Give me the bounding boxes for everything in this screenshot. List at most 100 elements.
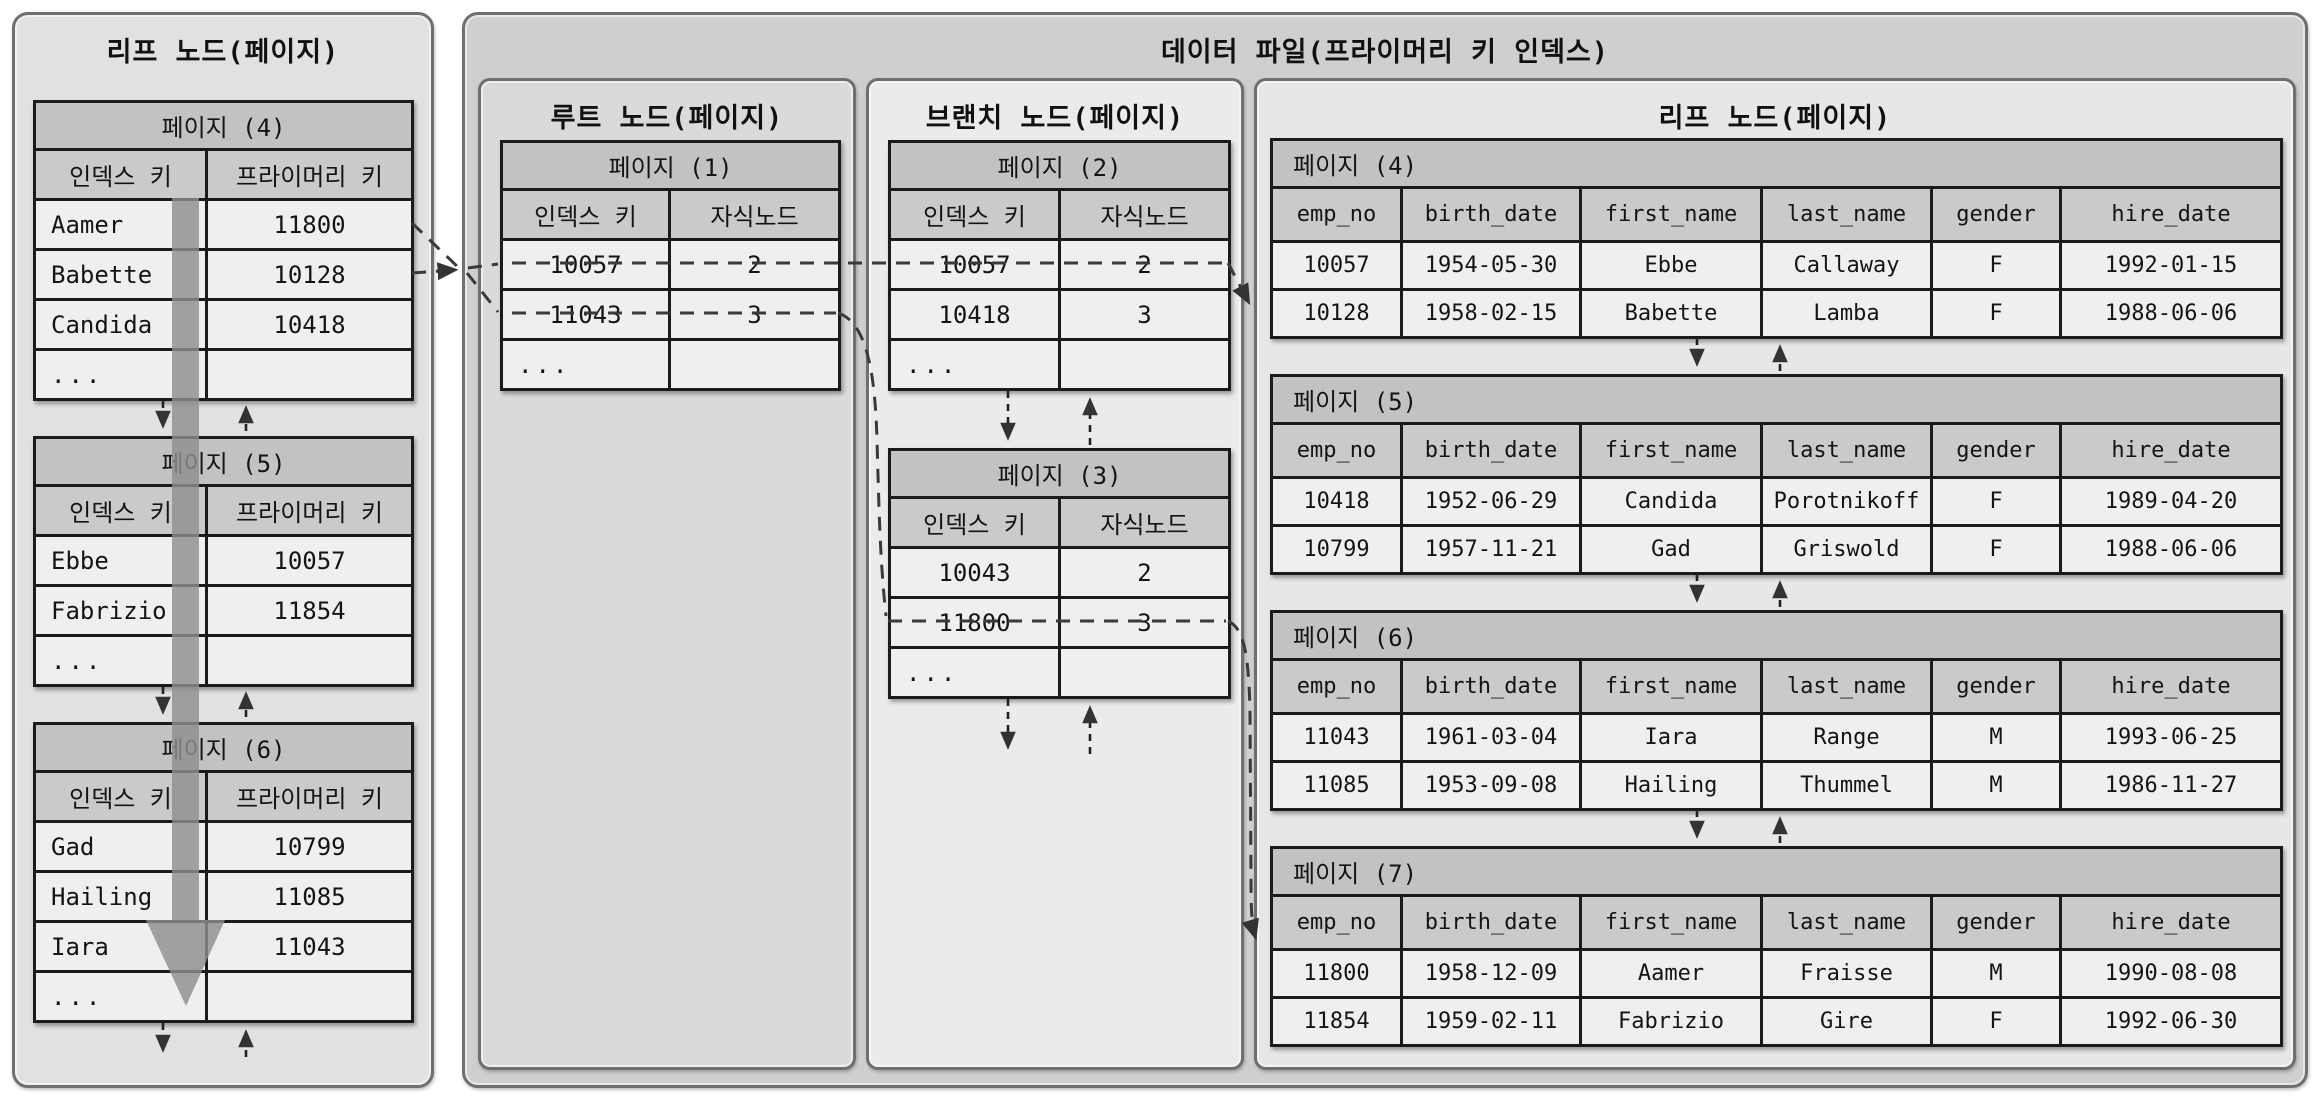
table-cell: 10799	[204, 820, 415, 873]
column-header: 프라이머리 키	[204, 484, 415, 537]
table-cell: 10057	[888, 238, 1061, 291]
column-header: birth_date	[1400, 658, 1582, 715]
table-cell: Thummel	[1760, 760, 1933, 811]
table-cell: 1954-05-30	[1400, 240, 1582, 291]
table-cell: Hailing	[1579, 760, 1763, 811]
table-cell: ...	[33, 348, 208, 401]
column-header: hire_date	[2058, 186, 2284, 243]
table-cell: 11085	[204, 870, 415, 923]
table-cell: 11043	[204, 920, 415, 973]
page-title-row: 페이지 (2)	[887, 140, 1232, 191]
table-cell: 2	[667, 238, 842, 291]
table-row: ...	[500, 338, 842, 391]
column-header: first_name	[1579, 658, 1763, 715]
table-cell: Candida	[1579, 476, 1763, 527]
table-cell: Hailing	[33, 870, 208, 923]
table-cell: 10418	[204, 298, 415, 351]
column-header: emp_no	[1270, 186, 1403, 243]
table-cell: 11854	[1270, 996, 1403, 1047]
page-title: 페이지 (4)	[32, 100, 415, 151]
table-cell: 11800	[888, 596, 1061, 649]
column-header: gender	[1930, 894, 2062, 951]
table-cell	[667, 338, 842, 391]
table-cell: Iara	[33, 920, 208, 973]
column-header: gender	[1930, 422, 2062, 479]
page-title: 페이지 (1)	[499, 140, 842, 191]
column-header: birth_date	[1400, 186, 1582, 243]
table-cell	[204, 634, 415, 687]
table-cell: Iara	[1579, 712, 1763, 763]
page-title-row: 페이지 (4)	[1269, 138, 2284, 189]
page-title-row: 페이지 (1)	[499, 140, 842, 191]
column-header: emp_no	[1270, 894, 1403, 951]
table-cell: 3	[1057, 596, 1232, 649]
page-title-row: 페이지 (5)	[1269, 374, 2284, 425]
table-cell: 11085	[1270, 760, 1403, 811]
table-cell: Aamer	[1579, 948, 1763, 999]
table-cell: Babette	[1579, 288, 1763, 339]
column-header: last_name	[1760, 186, 1933, 243]
table-cell: 1989-04-20	[2058, 476, 2284, 527]
page-title: 페이지 (6)	[1269, 610, 2284, 661]
table-cell: Gad	[1579, 524, 1763, 575]
table-cell: 10418	[1270, 476, 1403, 527]
table-cell: 3	[667, 288, 842, 341]
table-cell: 1959-02-11	[1400, 996, 1582, 1047]
column-header: hire_date	[2058, 422, 2284, 479]
page-title-row: 페이지 (4)	[32, 100, 415, 151]
page-title: 페이지 (2)	[887, 140, 1232, 191]
page-title: 페이지 (7)	[1269, 846, 2284, 897]
data-file-panel-title: 데이터 파일(프라이머리 키 인덱스)	[1160, 37, 1610, 68]
column-header: birth_date	[1400, 422, 1582, 479]
column-header: birth_date	[1400, 894, 1582, 951]
table-cell: 10418	[888, 288, 1061, 341]
table-cell: 1958-02-15	[1400, 288, 1582, 339]
table-row: ...	[33, 348, 415, 401]
table-cell: 1988-06-06	[2058, 524, 2284, 575]
table-cell	[204, 970, 415, 1023]
table-cell	[1057, 338, 1232, 391]
table-cell: M	[1930, 760, 2062, 811]
column-header: first_name	[1579, 422, 1763, 479]
column-header: 인덱스 키	[33, 770, 208, 823]
table-cell: M	[1930, 712, 2062, 763]
table-cell: 1986-11-27	[2058, 760, 2284, 811]
table-cell: Range	[1760, 712, 1933, 763]
page-title-row: 페이지 (3)	[887, 448, 1232, 499]
table-cell: 1953-09-08	[1400, 760, 1582, 811]
page-title: 페이지 (4)	[1269, 138, 2284, 189]
leaf-section-title: 리프 노드(페이지)	[1658, 103, 1892, 134]
column-header: emp_no	[1270, 658, 1403, 715]
column-header: first_name	[1579, 186, 1763, 243]
table-cell: 11854	[204, 584, 415, 637]
table-cell: Aamer	[33, 198, 208, 251]
table-cell: Ebbe	[33, 534, 208, 587]
column-header: last_name	[1760, 894, 1933, 951]
table-cell: 1990-08-08	[2058, 948, 2284, 999]
table-cell: F	[1930, 288, 2062, 339]
table-cell: M	[1930, 948, 2062, 999]
